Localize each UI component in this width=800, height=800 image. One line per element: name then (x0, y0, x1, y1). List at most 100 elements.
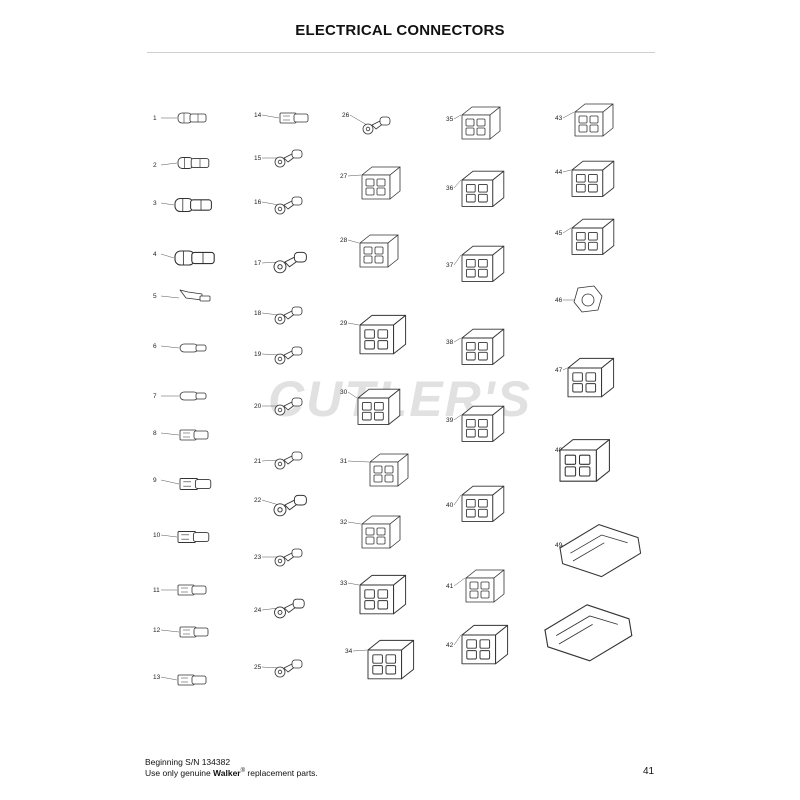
leader-line (453, 414, 462, 421)
callout-number: 20 (254, 403, 262, 410)
callout-number: 23 (254, 554, 262, 561)
ring-terminal-small-icon (362, 116, 391, 135)
leader-line (453, 114, 462, 120)
leader-line (160, 534, 178, 538)
wide-latch-housing-icon (567, 357, 615, 398)
four-pin-housing-square-icon (461, 485, 505, 522)
callout-number: 1 (153, 115, 157, 122)
callout-number: 16 (254, 199, 262, 206)
leader-line (160, 295, 180, 299)
ring-terminal-small-icon (274, 659, 303, 678)
butt-splice-medium-icon (177, 157, 210, 169)
open-housing-icon (357, 388, 401, 425)
leader-line (160, 202, 175, 206)
single-pin-housing-tall-icon (359, 234, 399, 268)
callout-number: 27 (340, 173, 348, 180)
leader-line (261, 666, 280, 669)
ring-terminal-icon (274, 346, 303, 365)
callout-number: 34 (345, 648, 353, 655)
title-divider (147, 52, 655, 53)
butt-splice-large-icon (174, 197, 212, 213)
callout-number: 29 (340, 320, 348, 327)
leader-line (347, 174, 362, 177)
callout-number: 9 (153, 477, 157, 484)
callout-number: 41 (446, 583, 454, 590)
female-spade-uninsulated-icon (179, 429, 209, 441)
callout-number: 17 (254, 260, 262, 267)
callout-number: 48 (555, 447, 563, 454)
weatherpack-connector-icon (544, 604, 633, 662)
callout-number: 2 (153, 162, 157, 169)
butt-splice-small-icon (177, 112, 207, 124)
callout-number: 45 (555, 230, 563, 237)
callout-number: 38 (446, 339, 454, 346)
six-pin-housing-flat-icon (574, 103, 614, 137)
four-pin-sealed-housing-icon (465, 569, 505, 603)
leader-line (160, 676, 178, 681)
callout-number: 4 (153, 251, 157, 258)
leader-line (261, 312, 280, 316)
callout-number: 40 (446, 502, 454, 509)
footer-brand: Walker (213, 768, 241, 778)
callout-number: 36 (446, 185, 454, 192)
callout-number: 5 (153, 293, 157, 300)
callout-number: 44 (555, 169, 563, 176)
leader-line (261, 353, 280, 356)
leader-line (261, 114, 280, 119)
female-spade-insulated-small-icon (177, 584, 207, 596)
callout-number: 21 (254, 458, 262, 465)
callout-number: 25 (254, 664, 262, 671)
callout-number: 43 (555, 115, 563, 122)
leader-line (347, 582, 360, 586)
leader-line (453, 337, 462, 343)
callout-number: 8 (153, 430, 157, 437)
leader-line (453, 634, 462, 646)
leader-line (347, 391, 358, 399)
leader-line (352, 649, 368, 652)
leader-line (347, 322, 360, 326)
callout-number: 3 (153, 200, 157, 207)
two-pin-housing-small-icon (369, 453, 409, 487)
bullet-socket-icon (179, 391, 207, 401)
leader-line (453, 179, 462, 189)
callout-number: 14 (254, 112, 262, 119)
callout-number: 10 (153, 532, 161, 539)
blade-terminal-icon (177, 674, 207, 686)
male-spade-small-icon (179, 626, 209, 638)
footer-text-post: replacement parts. (245, 768, 318, 778)
two-pin-housing-icon (359, 574, 407, 615)
six-pin-housing-icon (461, 624, 509, 665)
female-spade-fully-insulated-icon (279, 112, 309, 124)
callout-number: 35 (446, 116, 454, 123)
callout-number: 18 (254, 310, 262, 317)
butt-splice-xlarge-icon (174, 250, 215, 266)
leader-line (160, 345, 180, 349)
round-housing-icon (573, 285, 603, 313)
callout-number: 47 (555, 367, 563, 374)
callout-number: 31 (340, 458, 348, 465)
ring-terminal-large-icon (273, 251, 307, 274)
leader-line (562, 111, 575, 119)
female-spade-insulated-icon (177, 531, 210, 543)
footer-reg-mark: ® (240, 768, 246, 775)
nine-pin-housing-icon (571, 218, 615, 255)
leader-line (349, 114, 368, 126)
leader-line (347, 460, 370, 463)
callout-number: 12 (153, 627, 161, 634)
callout-number: 32 (340, 519, 348, 526)
leader-line (160, 253, 175, 259)
callout-number: 6 (153, 343, 157, 350)
leader-line (562, 169, 572, 173)
callout-number: 22 (254, 497, 262, 504)
spade-fork-terminal-icon (274, 196, 303, 215)
callout-number: 39 (446, 417, 454, 424)
three-pin-housing-icon (461, 405, 505, 442)
page-title: ELECTRICAL CONNECTORS (295, 22, 505, 39)
callout-number: 24 (254, 607, 262, 614)
two-pin-male-housing-icon (461, 106, 501, 140)
eight-pin-housing-icon (571, 160, 615, 197)
two-pin-latch-housing-icon (461, 170, 505, 207)
ring-terminal-large-icon (274, 598, 305, 619)
four-pin-housing-icon (461, 245, 505, 282)
